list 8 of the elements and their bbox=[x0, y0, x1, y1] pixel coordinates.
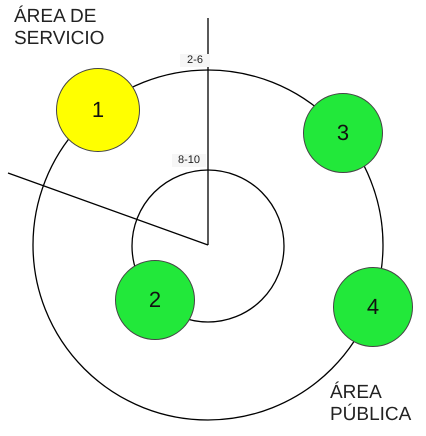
zone-number: 3 bbox=[336, 120, 350, 146]
zone-number: 4 bbox=[366, 294, 380, 320]
area-label: ÁREA PÚBLICA bbox=[330, 382, 412, 426]
zone-number: 2 bbox=[148, 287, 162, 313]
dimension-label: 8-10 bbox=[172, 154, 206, 167]
area-label: ÁREA DE SERVICIO bbox=[14, 6, 106, 50]
zone-number: 1 bbox=[92, 97, 104, 123]
dimension-label: 2-6 bbox=[180, 54, 210, 67]
